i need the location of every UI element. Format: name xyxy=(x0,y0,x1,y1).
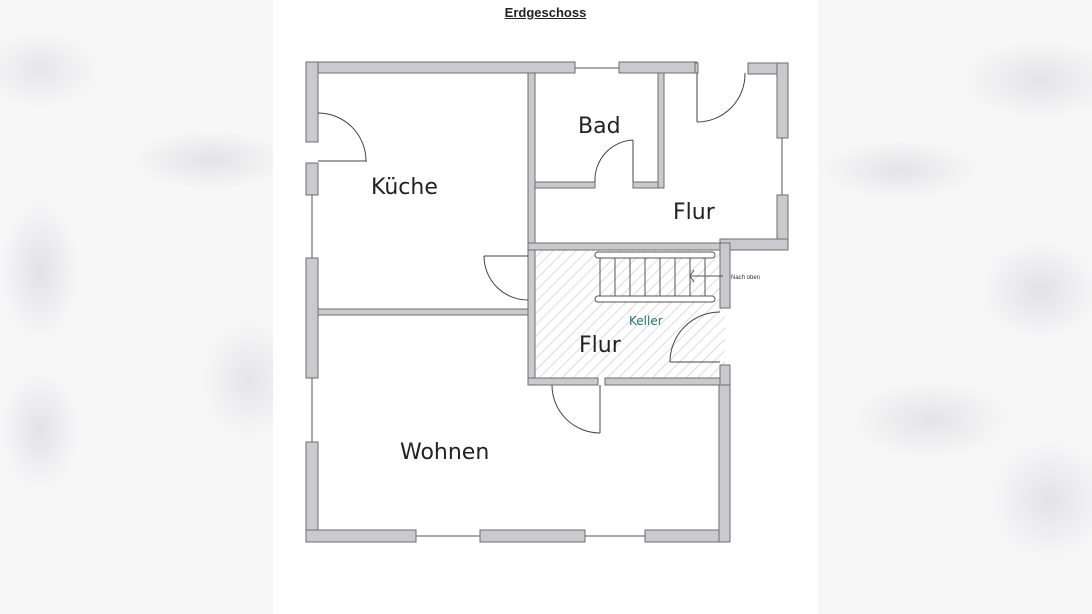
wall-stair-top xyxy=(527,242,721,251)
wall-stair-bottom-2 xyxy=(604,377,731,386)
room-label-flur-lower: Flur xyxy=(579,333,622,358)
room-label-bad: Bad xyxy=(578,114,621,139)
wall-left-1 xyxy=(305,61,319,143)
wall-stair-right-2 xyxy=(719,364,731,386)
room-label-keller: Keller xyxy=(629,314,663,328)
stair-annotation: Nach oben xyxy=(731,275,760,281)
wall-kueche-bad xyxy=(527,72,536,252)
floor-title: Erdgeschoss xyxy=(504,5,587,20)
wall-kueche-wohnen xyxy=(317,308,529,316)
wall-bad-right xyxy=(657,72,665,189)
wall-bottom-2 xyxy=(479,529,586,543)
wall-top-left xyxy=(305,61,576,74)
doors xyxy=(317,72,746,434)
windows xyxy=(311,67,783,537)
wall-right-upper-1 xyxy=(776,62,789,139)
wall-left-3 xyxy=(305,257,319,379)
stair-arrow-head xyxy=(689,269,695,283)
wall-top-mid xyxy=(618,61,698,74)
wall-bottom-3 xyxy=(644,529,731,543)
wall-right-lower xyxy=(718,377,731,543)
wall-bottom-1 xyxy=(305,529,417,543)
wall-left-4 xyxy=(305,441,319,543)
room-label-kueche: Küche xyxy=(371,175,438,200)
room-label-wohnen: Wohnen xyxy=(400,440,489,465)
wall-stair-bottom-1 xyxy=(527,377,599,386)
walls xyxy=(305,61,789,543)
wall-bad-bottom-1 xyxy=(534,181,596,189)
staircase xyxy=(594,251,723,303)
wall-left-2 xyxy=(305,162,319,196)
wall-stair-left xyxy=(527,249,536,386)
room-label-flur-upper: Flur xyxy=(673,200,716,225)
